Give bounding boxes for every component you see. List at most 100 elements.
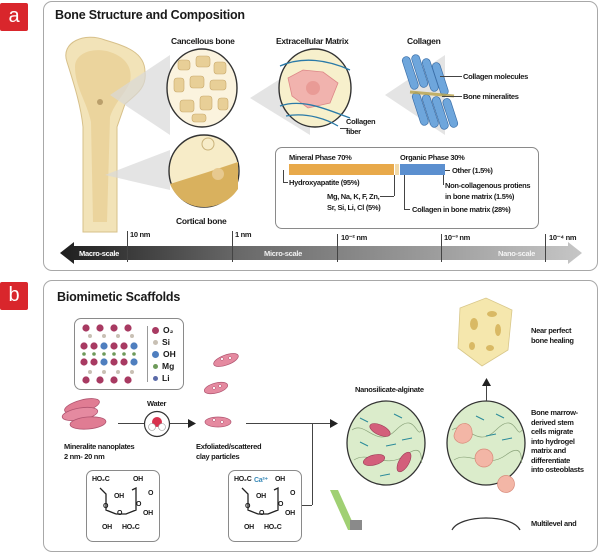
stem-text-line: into osteoblasts [531, 465, 584, 474]
alg2-oh-bottom: OH [244, 524, 254, 531]
collagen-matrix-leader-v [404, 175, 405, 209]
lattice-atom [88, 370, 92, 374]
panel-b-badge: b [0, 282, 28, 310]
lattice-atom [116, 370, 120, 374]
alg1-oh-bottom: OH [102, 524, 112, 531]
lattice-atom [102, 370, 106, 374]
hydroxyapatite-bracket [283, 170, 284, 182]
mineralite-nanoplates [61, 398, 107, 430]
legend-item: Mg [152, 360, 176, 372]
lattice-atom [110, 376, 118, 384]
bone-mineralites-label: Bone mineralites [463, 92, 519, 101]
exfoliated-particles [203, 353, 239, 428]
bar-gap [395, 164, 399, 175]
bone-mineralites-leader [442, 96, 462, 97]
other-label: Other (1.5%) [452, 166, 493, 175]
ions-leader-v [394, 175, 395, 196]
noncollagenous-leader [443, 175, 444, 185]
alg2-oh-top: OH [275, 476, 285, 483]
lattice-atom [100, 342, 108, 350]
lattice-atom [92, 352, 96, 356]
bottom-circle-partial [451, 517, 521, 531]
alginate-rings-2 [241, 486, 279, 515]
lattice-atom [116, 334, 120, 338]
zone-micro: Micro-scale [264, 249, 302, 258]
legend-divider [147, 326, 148, 382]
water-molecule-icon [143, 410, 171, 438]
alg1-ho2c-bottom: HO₂C [122, 524, 140, 531]
migrating-cell [497, 475, 515, 493]
alg2-oh-mid: OH [256, 493, 266, 500]
tick-10nm [127, 231, 128, 262]
stem-cell-hydrogel-circle [446, 400, 526, 486]
alg2-ca: Ca²⁺ [254, 477, 268, 484]
composition-box [275, 147, 539, 229]
extracellular-matrix-circle [278, 48, 352, 128]
lattice-atom [132, 352, 136, 356]
legend-swatch [153, 375, 158, 381]
nanosilicate-hydrogel-circle [346, 400, 426, 486]
collagen-label: Collagen [407, 36, 441, 46]
lattice-atom [100, 358, 108, 366]
connector-h1 [246, 423, 312, 424]
organic-phase-title: Organic Phase 30% [400, 153, 465, 162]
stem-text-line: derived stem [531, 417, 574, 427]
alg2-oh-right: OH [285, 510, 295, 517]
lattice-atom [124, 376, 132, 384]
tick-1e-4nm [545, 234, 546, 262]
stem-text-line: matrix and [531, 446, 566, 455]
water-label: Water [147, 399, 167, 408]
stem-text-line: into hydrogel [531, 436, 575, 446]
collagen-molecules-leader [440, 76, 462, 77]
exfoliated-label-2: clay particles [196, 452, 240, 461]
legend-swatch [152, 326, 159, 334]
nanoplates-label-1: Mineralite nanoplates [64, 442, 135, 451]
scale-arrow [60, 242, 582, 264]
lattice-atom [80, 342, 88, 350]
collagen-bundle [401, 54, 459, 130]
legend-label: Mg [162, 361, 175, 371]
noncollagenous-label-1: Non-collagenous protiens [445, 181, 531, 190]
lattice-atom [90, 358, 98, 366]
panel-b-title: Biomimetic Scaffolds [57, 290, 181, 304]
tick-label-1nm: 1 nm [235, 230, 252, 239]
organic-phase-bar [400, 164, 445, 175]
collagen-matrix-leader-h [404, 209, 410, 210]
lattice-atom [90, 342, 98, 350]
collagen-molecules-label: Collagen molecules [463, 72, 529, 81]
legend-swatch [153, 363, 158, 369]
lattice-atom [110, 324, 118, 332]
hydroxyapatite-leader [283, 182, 288, 183]
lattice-atom [88, 334, 92, 338]
lattice-atom [80, 358, 88, 366]
legend-item: Si [152, 336, 176, 348]
healed-bone-cube [457, 297, 513, 367]
alg1-o-ring2: O [136, 501, 142, 508]
tick-label-1e-4nm: 10⁻⁴ nm [549, 233, 577, 242]
lattice-atom [130, 370, 134, 374]
legend-swatch [153, 339, 158, 345]
alg2-o-right: O [290, 490, 296, 497]
tick-label-10nm: 10 nm [130, 230, 151, 239]
legend-swatch [152, 350, 159, 358]
legend-item: O₂ [152, 324, 176, 336]
zone-macro: Macro-scale [79, 249, 120, 258]
tick-label-1e-2nm: 10⁻² nm [341, 233, 368, 242]
tick-1e-3nm [441, 234, 442, 262]
exfoliated-label-1: Exfoliated/scattered [196, 442, 262, 451]
legend-label: Li [162, 373, 170, 383]
healing-label-1: Near perfect [531, 326, 572, 335]
lattice-atom [120, 342, 128, 350]
panel-a-badge: a [0, 3, 28, 31]
alg2-ho2c-top: HO₂C [234, 476, 252, 483]
collagen-fiber-leader [340, 128, 348, 129]
tick-1nm [232, 231, 233, 262]
legend-label: OH [163, 349, 176, 359]
alg1-oh-top: OH [133, 476, 143, 483]
legend-item: Li [152, 372, 176, 384]
zone-nano: Nano-scale [498, 249, 536, 258]
healing-label-2: bone healing [531, 336, 574, 345]
multilevel-label: Multilevel and [531, 519, 577, 528]
